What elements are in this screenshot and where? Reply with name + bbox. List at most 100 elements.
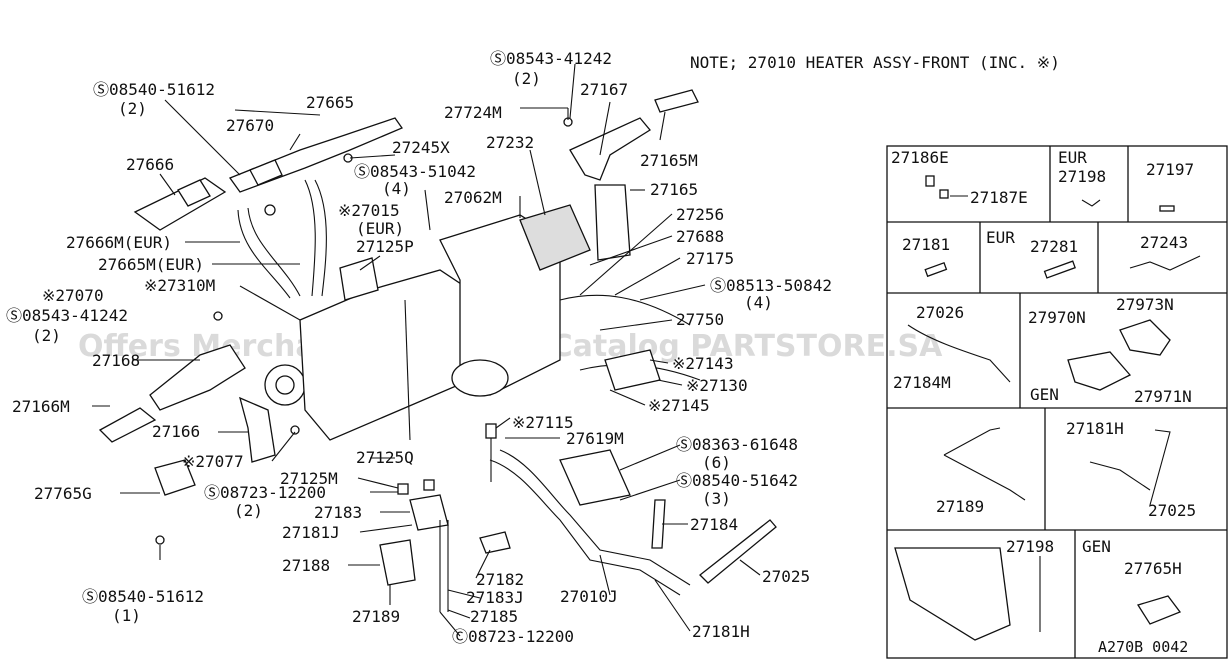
duct-27666-collar xyxy=(177,179,211,207)
hose-27666m xyxy=(237,209,291,299)
label-27232: 27232 xyxy=(486,133,534,152)
label-27062m: 27062M xyxy=(444,188,502,207)
label-27970n: 27970N xyxy=(1028,308,1086,327)
label-gen-1: GEN xyxy=(1030,385,1059,404)
label-27165m: 27165M xyxy=(640,151,698,170)
label-27145: ※27145 xyxy=(648,396,710,415)
label-08540-51642: Ⓢ08540-51642 xyxy=(676,471,798,490)
label-27281: 27281 xyxy=(1030,237,1078,256)
hose-27665m-b xyxy=(314,179,327,297)
label-08543-41242-left: Ⓢ08543-41242 xyxy=(6,306,128,325)
grommet-27077 xyxy=(290,425,300,435)
label-27143: ※27143 xyxy=(672,354,734,373)
label-27765h: 27765H xyxy=(1124,559,1182,578)
hose-27188 xyxy=(379,539,416,586)
part-27971n xyxy=(1067,351,1132,391)
label-27186e: 27186E xyxy=(891,148,949,167)
label-27125q: 27125Q xyxy=(356,448,414,467)
qty-2-a: (2) xyxy=(118,99,147,118)
label-eur-a: (EUR) xyxy=(356,219,404,238)
main-drawing xyxy=(98,89,777,612)
part-27281 xyxy=(1043,260,1076,279)
heater-core-27062m xyxy=(519,204,591,271)
actuator-27015 xyxy=(339,257,379,301)
blower-hub xyxy=(275,375,295,395)
label-27688: 27688 xyxy=(676,227,724,246)
label-27189: 27189 xyxy=(352,607,400,626)
note-heater-assy: NOTE; 27010 HEATER ASSY-FRONT (INC. ※) xyxy=(690,53,1060,72)
label-27010j: 27010J xyxy=(560,587,618,606)
label-27181h: 27181H xyxy=(692,622,750,641)
part-27189 xyxy=(943,427,1026,501)
label-27077: ※27077 xyxy=(182,452,244,471)
label-27015: ※27015 xyxy=(338,201,400,220)
label-27665m-eur: 27665M(EUR) xyxy=(98,255,204,274)
label-27125m: 27125M xyxy=(280,469,338,488)
pipe-27010j xyxy=(489,459,681,596)
label-27188: 27188 xyxy=(282,556,330,575)
label-27670: 27670 xyxy=(226,116,274,135)
qty-2-c: (2) xyxy=(512,69,541,88)
hose-27665m xyxy=(304,179,316,297)
qty-6: (6) xyxy=(702,453,731,472)
main-labels: Ⓢ08540-51612 (2) 27665 27670 27666 27666… xyxy=(6,49,832,646)
variant-panel: 27186E 27187E EUR 27198 27197 27181 EUR … xyxy=(886,145,1228,659)
label-08723-12200-c: Ⓒ08723-12200 xyxy=(452,627,574,646)
label-27166m: 27166M xyxy=(12,397,70,416)
label-08543-51042: Ⓢ08543-51042 xyxy=(354,162,476,181)
label-27181h: 27181H xyxy=(1066,419,1124,438)
label-27181j: 27181J xyxy=(282,523,340,542)
label-27130: ※27130 xyxy=(686,376,748,395)
screw-bottom xyxy=(155,535,165,545)
qty-3: (3) xyxy=(702,489,731,508)
bracket-27619m xyxy=(559,449,631,506)
part-27181 xyxy=(924,261,948,278)
label-27198-a: 27198 xyxy=(1058,167,1106,186)
panel-frame xyxy=(886,145,1228,659)
label-27666: 27666 xyxy=(126,155,174,174)
leader-lines xyxy=(92,63,761,637)
pipe-27010j-b xyxy=(499,449,691,586)
label-27310m: ※27310M xyxy=(144,276,215,295)
label-27665: 27665 xyxy=(306,93,354,112)
label-08363-61648: Ⓢ08363-61648 xyxy=(676,435,798,454)
label-27243: 27243 xyxy=(1140,233,1188,252)
label-27197: 27197 xyxy=(1146,160,1194,179)
fitting-27115 xyxy=(485,423,497,439)
label-27973n: 27973N xyxy=(1116,295,1174,314)
blower-outlet xyxy=(451,359,509,397)
clip-27187e xyxy=(939,189,949,199)
label-27189: 27189 xyxy=(936,497,984,516)
clip-27182 xyxy=(479,531,511,554)
label-gen-2: GEN xyxy=(1082,537,1111,556)
strap-27184 xyxy=(651,499,666,549)
part-27181h xyxy=(1089,429,1171,506)
part-27026 xyxy=(907,324,1011,383)
label-27070: ※27070 xyxy=(42,286,104,305)
label-27183j: 27183J xyxy=(466,588,524,607)
diagram-code: A270B 0042 xyxy=(1098,638,1188,656)
label-27750: 27750 xyxy=(676,310,724,329)
label-27245x: 27245X xyxy=(392,138,450,157)
label-27025: 27025 xyxy=(1148,501,1196,520)
label-27166: 27166 xyxy=(152,422,200,441)
bolt xyxy=(397,483,409,495)
duct-27670 xyxy=(249,159,283,186)
label-27666m-eur: 27666M(EUR) xyxy=(66,233,172,252)
cable-27750 xyxy=(559,294,691,326)
label-08540-51612-top: Ⓢ08540-51612 xyxy=(93,80,215,99)
bolt-2 xyxy=(423,479,435,491)
label-27165: 27165 xyxy=(650,180,698,199)
screw-left xyxy=(213,311,223,321)
duct-27166 xyxy=(239,396,276,463)
label-27181: 27181 xyxy=(902,235,950,254)
label-27167: 27167 xyxy=(580,80,628,99)
label-27765g: 27765G xyxy=(34,484,92,503)
part-27973n xyxy=(1119,319,1171,356)
vent-27167 xyxy=(569,117,651,181)
label-27619m: 27619M xyxy=(566,429,624,448)
label-27175: 27175 xyxy=(686,249,734,268)
hose-27025 xyxy=(699,519,777,584)
fitting-27183 xyxy=(409,494,449,531)
